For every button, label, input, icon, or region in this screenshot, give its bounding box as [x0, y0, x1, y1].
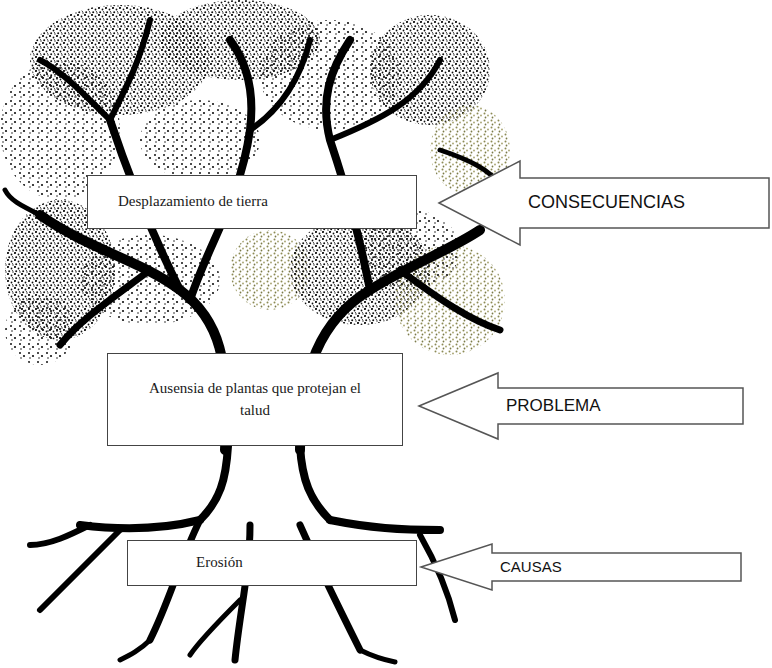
arrow-label: PROBLEMA [506, 397, 600, 416]
node-text: Erosión [196, 552, 243, 574]
block-arrow: CAUSAS [420, 543, 742, 591]
block-arrow: CONSECUENCIAS [438, 160, 770, 246]
arrow-label: CAUSAS [500, 559, 562, 576]
arrow-label: CONSECUENCIAS [528, 193, 685, 213]
arrow-shape [419, 373, 743, 439]
block-arrow: PROBLEMA [418, 372, 744, 440]
trunk-and-roots [30, 446, 455, 662]
arrow-shape [439, 161, 769, 245]
problem-box: Ausensia de plantas que protejan el talu… [107, 353, 403, 446]
node-text: Desplazamiento de tierra [118, 191, 268, 213]
branches [5, 20, 500, 450]
node-text: Ausensia de plantas que protejan el talu… [148, 378, 362, 422]
cause-box: Erosión [127, 540, 417, 586]
arrow-shape [421, 544, 741, 590]
canopy [0, 0, 510, 365]
arrow-outline [420, 543, 742, 591]
consequence-box: Desplazamiento de tierra [87, 175, 417, 229]
